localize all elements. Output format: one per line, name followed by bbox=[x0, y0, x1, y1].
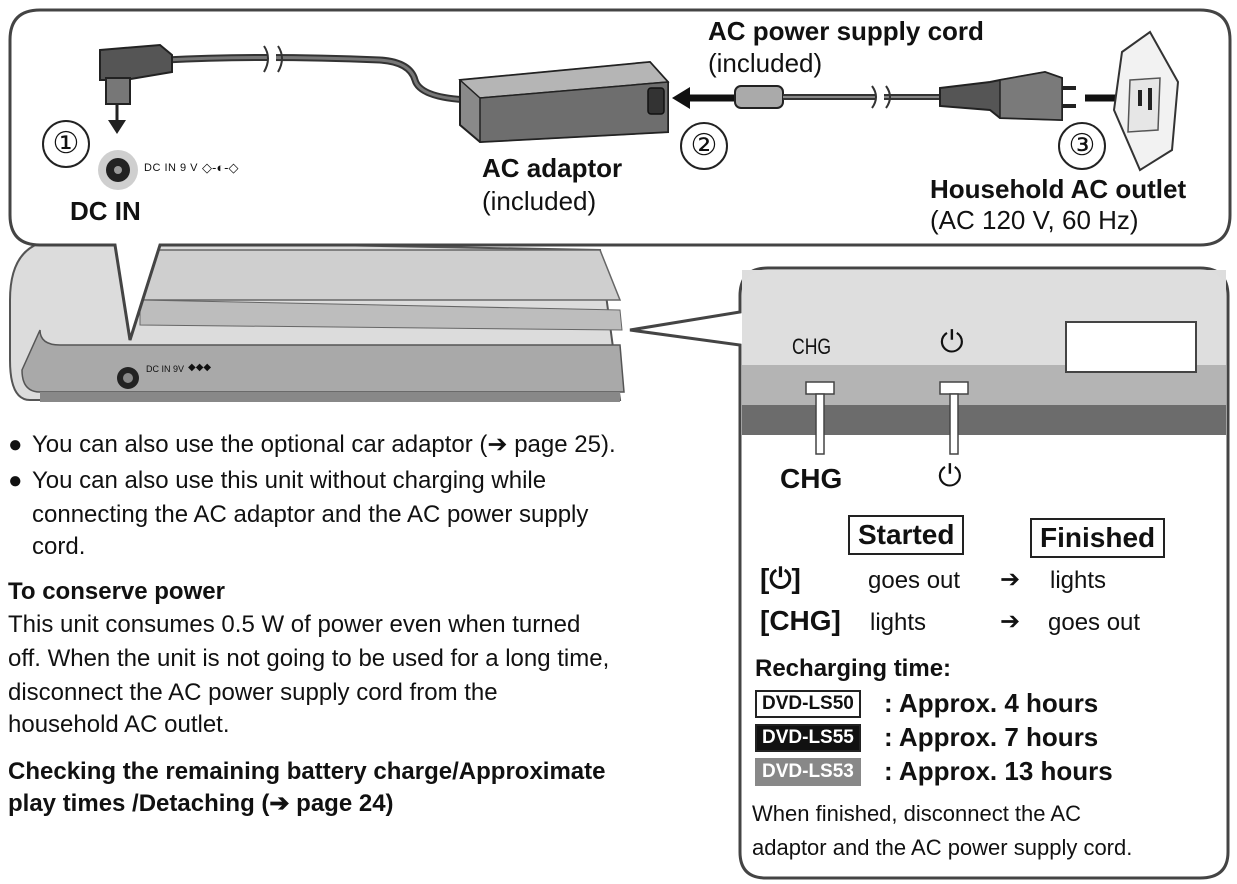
ac-cord-label: AC power supply cord bbox=[708, 16, 984, 46]
row-power-started: goes out bbox=[868, 567, 961, 594]
chg-indicator-small-label: CHG bbox=[792, 334, 832, 359]
device-polarity-symbol: ◆◆◆ bbox=[188, 362, 212, 373]
row-chg-finished: goes out bbox=[1048, 609, 1141, 636]
bullet-dot: ● bbox=[8, 467, 23, 494]
chg-indicator-label: CHG bbox=[780, 463, 843, 494]
conserve-line-2: off. When the unit is not going to be us… bbox=[8, 645, 610, 672]
device-dc-in-label: DC IN 9V bbox=[146, 364, 185, 374]
model-badge-dvd-ls50: DVD-LS50 bbox=[755, 690, 861, 718]
conserve-line-1: This unit consumes 0.5 W of power even w… bbox=[8, 611, 581, 638]
recharging-time-heading: Recharging time: bbox=[755, 655, 952, 682]
ac-adaptor-label: AC adaptor bbox=[482, 153, 623, 183]
row-chg-label: [CHG] bbox=[760, 605, 841, 636]
ac-cord-included: (included) bbox=[708, 48, 823, 78]
checking-battery-line-2: play times /Detaching (➔ page 24) bbox=[8, 790, 394, 817]
model-time-dvd-ls50: : Approx. 4 hours bbox=[884, 688, 1099, 718]
step-1-marker: ① bbox=[42, 120, 90, 168]
started-column-header: Started bbox=[848, 515, 965, 555]
ac-cord-illustration bbox=[734, 70, 1136, 122]
finished-column-header: Finished bbox=[1030, 518, 1166, 558]
finish-note-line-2: adaptor and the AC power supply cord. bbox=[752, 835, 1133, 860]
finish-note-line-1: When finished, disconnect the AC bbox=[752, 801, 1081, 826]
step-2-marker: ② bbox=[680, 122, 728, 170]
dc-plug-and-cable bbox=[98, 43, 471, 190]
row-chg-arrow: ➔ bbox=[1000, 608, 1021, 635]
ac-adaptor-included: (included) bbox=[482, 186, 597, 216]
note-bullet-2-line-1: You can also use this unit without charg… bbox=[32, 467, 547, 494]
outlet-spec: (AC 120 V, 60 Hz) bbox=[930, 205, 1139, 235]
bullet-dot: ● bbox=[8, 431, 23, 458]
step-3-marker: ③ bbox=[1058, 122, 1106, 170]
power-indicator-icon: ⏻ bbox=[938, 460, 962, 493]
wall-outlet-illustration bbox=[1112, 30, 1180, 172]
conserve-power-heading: To conserve power bbox=[8, 578, 225, 605]
power-icon: ⏻ bbox=[940, 326, 964, 359]
row-power-finished: lights bbox=[1050, 567, 1107, 594]
checking-battery-line-1: Checking the remaining battery charge/Ap… bbox=[8, 758, 606, 785]
model-time-dvd-ls55: : Approx. 7 hours bbox=[884, 722, 1099, 752]
conserve-line-3: disconnect the AC power supply cord from… bbox=[8, 679, 498, 706]
dc-in-label: DC IN bbox=[70, 196, 141, 226]
model-time-dvd-ls53: : Approx. 13 hours bbox=[884, 756, 1113, 786]
dc-in-jack-label: DC IN 9 V bbox=[144, 162, 199, 174]
row-chg-started: lights bbox=[870, 609, 927, 636]
note-bullet-2-line-2: connecting the AC adaptor and the AC pow… bbox=[32, 501, 589, 528]
note-bullet-2-line-3: cord. bbox=[32, 533, 86, 560]
row-power-label: [⏻] bbox=[760, 563, 801, 594]
top-callout-box bbox=[8, 8, 1232, 341]
row-power-arrow: ➔ bbox=[1000, 566, 1021, 593]
ac-adaptor-illustration bbox=[458, 60, 735, 144]
note-bullet-1-text: You can also use the optional car adapto… bbox=[32, 431, 616, 458]
outlet-label: Household AC outlet bbox=[930, 174, 1187, 204]
polarity-symbol: ◇-◐-◇ bbox=[202, 160, 239, 175]
model-badge-dvd-ls53: DVD-LS53 bbox=[755, 758, 861, 786]
model-badge-dvd-ls55: DVD-LS55 bbox=[755, 724, 861, 752]
device-illustration bbox=[9, 238, 625, 402]
conserve-line-4: household AC outlet. bbox=[8, 711, 230, 738]
